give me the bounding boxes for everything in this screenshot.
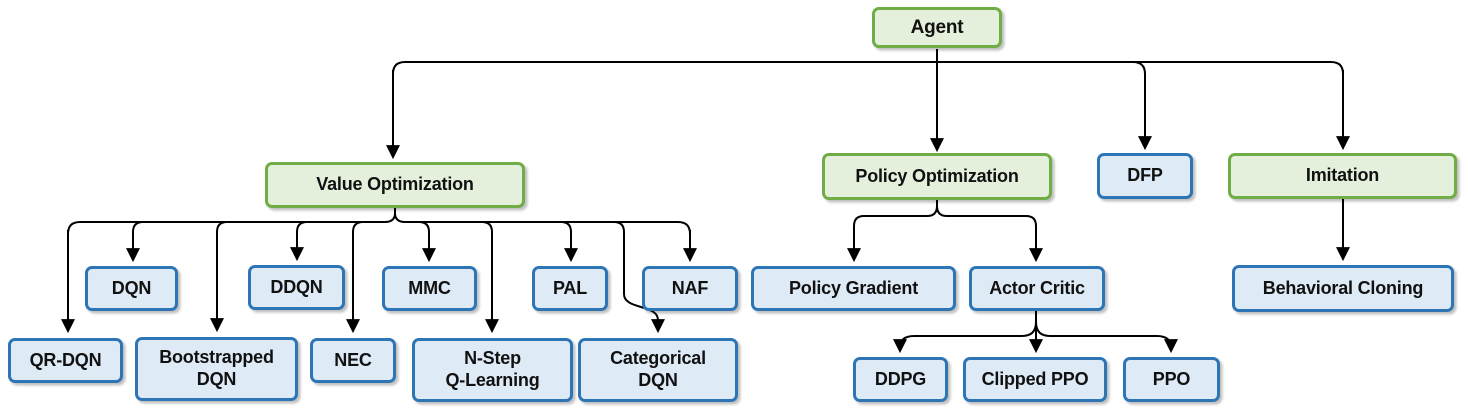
edge-policy-optimization-actor-critic xyxy=(936,200,1043,263)
node-n-step-q-learning: N-Step Q-Learning xyxy=(412,338,573,402)
edge-top-rail xyxy=(392,61,1344,75)
node-mmc: MMC xyxy=(382,266,477,311)
node-nec: NEC xyxy=(310,338,396,383)
edge-value-optimization-bootstrapped-dqn xyxy=(210,221,228,333)
edge-value-optimization-rail-right xyxy=(394,212,691,235)
node-value-optimization: Value Optimization xyxy=(265,162,525,208)
node-bootstrapped-dqn: Bootstrapped DQN xyxy=(135,337,298,401)
edge-actor-critic-ddpg xyxy=(893,311,1037,354)
node-behavioral-cloning: Behavioral Cloning xyxy=(1232,265,1454,312)
edge-agent-dfp xyxy=(1132,61,1152,151)
edge-value-optimization-categorical-dqn xyxy=(613,221,665,334)
edge-actor-critic-ppo xyxy=(1035,311,1178,354)
node-ddqn: DDQN xyxy=(248,265,345,310)
edge-value-optimization-rail-left xyxy=(67,212,396,235)
node-dqn: DQN xyxy=(85,266,178,311)
edge-policy-optimization-policy-gradient xyxy=(847,200,938,263)
edge-value-optimization-n-step-q-learning xyxy=(481,221,499,334)
node-qr-dqn: QR-DQN xyxy=(8,338,123,383)
node-policy-optimization: Policy Optimization xyxy=(822,153,1052,200)
node-clipped-ppo: Clipped PPO xyxy=(963,357,1107,402)
node-actor-critic: Actor Critic xyxy=(969,266,1105,311)
node-naf: NAF xyxy=(642,266,738,311)
node-ddpg: DDPG xyxy=(853,357,948,402)
node-imitation: Imitation xyxy=(1228,153,1457,199)
node-ppo: PPO xyxy=(1123,357,1220,402)
edge-value-optimization-ddqn xyxy=(290,221,308,262)
edge-value-optimization-dqn xyxy=(126,221,144,263)
edge-value-optimization-mmc xyxy=(418,221,436,263)
edge-value-optimization-pal xyxy=(560,221,578,263)
node-policy-gradient: Policy Gradient xyxy=(751,266,956,311)
edge-value-optimization-nec xyxy=(346,221,364,334)
node-categorical-dqn: Categorical DQN xyxy=(578,338,738,402)
node-dfp: DFP xyxy=(1097,153,1193,199)
node-agent: Agent xyxy=(872,7,1002,48)
node-pal: PAL xyxy=(532,266,608,311)
